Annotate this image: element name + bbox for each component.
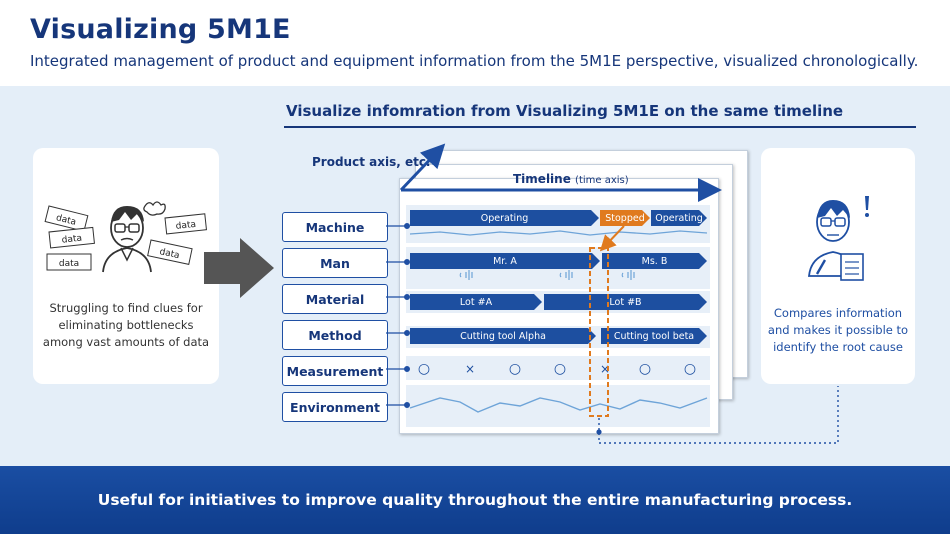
- factor-environment: Environment: [282, 392, 388, 422]
- solution-card: Compares information and makes it possib…: [761, 148, 915, 384]
- footer-text: Useful for initiatives to improve qualit…: [97, 491, 853, 509]
- timeline-label-main: Timeline: [513, 172, 571, 186]
- root-cause-highlight: [589, 247, 609, 417]
- material-lot-bar: Lot #B: [544, 294, 707, 310]
- heading-underline: [284, 126, 916, 128]
- factor-machine: Machine: [282, 212, 388, 242]
- material-lot-bar: Lot #A: [410, 294, 542, 310]
- environment-signal-line: [409, 397, 708, 413]
- svg-text:○: ○: [554, 361, 566, 377]
- machine-signal-line: [409, 230, 708, 236]
- svg-text:×: ×: [600, 362, 610, 376]
- problem-caption: Struggling to find clues for eliminating…: [42, 301, 210, 349]
- timeline-axis-label: Timeline (time axis): [513, 172, 629, 186]
- connector-dot: [596, 429, 602, 435]
- data-slip-label: data: [175, 220, 196, 232]
- measurement-row: [406, 356, 710, 380]
- machine-operating-bar: Operating: [410, 210, 599, 226]
- svg-text:○: ○: [684, 361, 696, 377]
- confused-person-illustration: data data data data data: [44, 201, 208, 273]
- data-slip: data: [164, 213, 208, 235]
- svg-text:○: ○: [418, 361, 430, 377]
- data-slip: data: [44, 205, 89, 232]
- measurement-markers: ○ × ○ ○ × ○ ○: [418, 361, 696, 377]
- timeline-label-sub: (time axis): [575, 175, 629, 186]
- environment-row: [406, 385, 710, 427]
- stopped-callout-arrow: [599, 225, 625, 252]
- root-cause-connector: [598, 386, 839, 444]
- svg-text:×: ×: [465, 362, 475, 376]
- man-worker-bar: Mr. A: [410, 253, 600, 269]
- data-slip: data: [48, 226, 95, 249]
- page-title: Visualizing 5M1E: [30, 14, 291, 45]
- factor-man: Man: [282, 248, 388, 278]
- data-slip-label: data: [59, 259, 79, 269]
- big-right-arrow-icon: [204, 238, 274, 298]
- analyzing-person-illustration: [808, 196, 869, 281]
- data-slip: data: [147, 239, 193, 265]
- svg-text:○: ○: [639, 361, 651, 377]
- sound-wave-icon: [459, 270, 635, 280]
- factor-material: Material: [282, 284, 388, 314]
- footer-banner: Useful for initiatives to improve qualit…: [0, 466, 950, 534]
- data-slip: data: [46, 253, 92, 271]
- visualization-heading: Visualize infomration from Visualizing 5…: [286, 102, 844, 120]
- problem-card: data data data data data Struggling to f…: [33, 148, 219, 384]
- svg-text:○: ○: [509, 361, 521, 377]
- data-slip-label: data: [159, 247, 181, 261]
- factor-connectors: [386, 223, 411, 409]
- page-subtitle: Integrated management of product and equ…: [30, 52, 919, 70]
- factor-method: Method: [282, 320, 388, 350]
- solution-caption: Compares information and makes it possib…: [767, 306, 909, 354]
- method-tool-bar: Cutting tool beta: [601, 328, 707, 344]
- method-tool-bar: Cutting tool Alpha: [410, 328, 596, 344]
- data-slip-label: data: [55, 213, 77, 228]
- product-axis-arrow: [399, 143, 446, 192]
- factor-measurement: Measurement: [282, 356, 388, 386]
- data-slip-label: data: [61, 234, 82, 246]
- man-worker-bar: Ms. B: [602, 253, 707, 269]
- product-axis-label: Product axis, etc.: [312, 155, 431, 169]
- machine-operating-bar: Operating: [651, 210, 707, 226]
- machine-stopped-bar: Stopped: [600, 210, 650, 226]
